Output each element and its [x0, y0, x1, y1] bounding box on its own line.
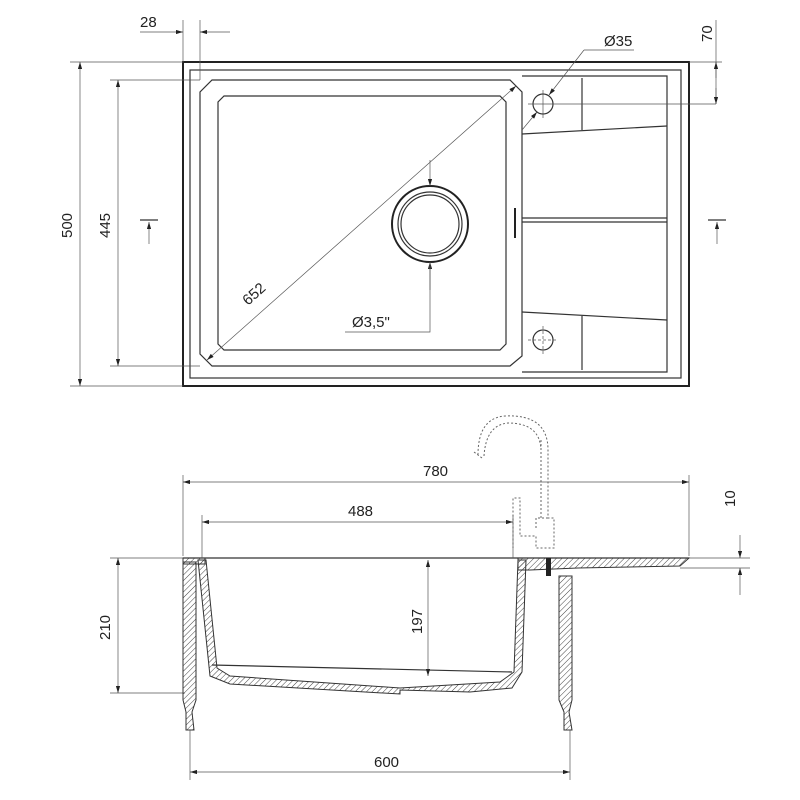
- drainboard: [521, 75, 668, 373]
- sink-outline: [182, 61, 690, 387]
- side-view: 780 488 10 210 197 600: [97, 415, 750, 780]
- dim-bowl-depth-label: 445: [97, 213, 114, 238]
- drain-icon: [391, 185, 469, 263]
- tap-hole-icon: [528, 90, 716, 118]
- faucet-bolt: [546, 558, 551, 576]
- dim-cabinet-width-label: 600: [374, 754, 399, 771]
- faucet-icon: [473, 415, 555, 549]
- dim-overall-width-label: 780: [423, 463, 448, 480]
- tap-hole-icon: [528, 326, 558, 354]
- section-marker-icon: [708, 219, 726, 244]
- cabinet-wall-right: [558, 575, 573, 731]
- dim-flange-label: 28: [140, 14, 157, 31]
- cabinet-wall-left: [182, 561, 197, 731]
- dim-bowl-width-label: 488: [348, 503, 373, 520]
- dim-tap-hole-diameter-label: Ø35: [604, 33, 632, 50]
- bowl-floor: [211, 664, 513, 673]
- dim-rim-thickness-label: 10: [722, 490, 739, 507]
- drainboard-section: [517, 557, 691, 571]
- dim-tap-hole-offset-label: 70: [699, 25, 716, 42]
- bowl-outer: [199, 79, 523, 367]
- dim-overall-depth-label: 500: [59, 213, 76, 238]
- section-marker-icon: [140, 219, 158, 244]
- bowl-section: [197, 559, 527, 695]
- top-view: 28 500 445 70 Ø35 652: [59, 14, 726, 387]
- sink-rim: [189, 69, 682, 379]
- dim-drain-label: Ø3,5": [352, 314, 390, 331]
- dim-bowl-height-label: 197: [409, 609, 426, 634]
- dim-diagonal-label: 652: [239, 280, 269, 309]
- dim-total-height-label: 210: [97, 615, 114, 640]
